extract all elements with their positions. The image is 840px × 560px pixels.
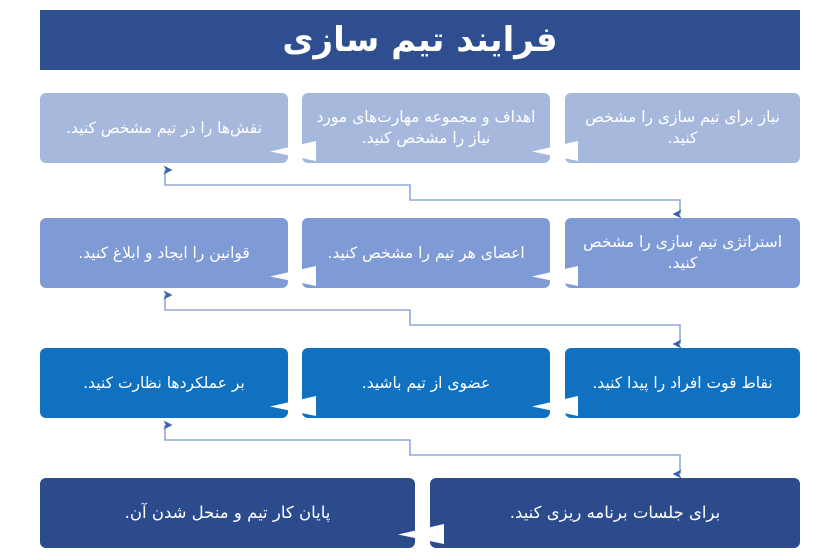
connector-row1-row2 bbox=[163, 165, 682, 219]
process-step-9[interactable]: بر عملکردها نظارت کنید. bbox=[40, 348, 288, 418]
page-title: فرایند تیم سازی bbox=[282, 20, 558, 60]
process-step-7-label: نقاط قوت افراد را پیدا کنید. bbox=[592, 373, 773, 392]
connector-row2-row3 bbox=[163, 290, 682, 349]
process-step-9-label: بر عملکردها نظارت کنید. bbox=[83, 373, 245, 392]
process-step-8[interactable]: عضوی از تیم باشید. bbox=[302, 348, 550, 418]
process-step-4-label: استراتژی تیم سازی را مشخص کنید. bbox=[582, 233, 783, 272]
process-step-1-label: نیاز برای تیم سازی را مشخص کنید. bbox=[585, 108, 780, 147]
process-step-8-label: عضوی از تیم باشید. bbox=[361, 373, 491, 392]
process-step-2[interactable]: اهداف و مجموعه مهارت‌های مورد نیاز را مش… bbox=[302, 93, 550, 163]
process-step-11[interactable]: پایان کار تیم و منحل شدن آن. bbox=[40, 478, 415, 548]
connector-row3-row4 bbox=[163, 420, 682, 479]
title-banner: فرایند تیم سازی bbox=[40, 10, 800, 70]
process-step-10-label: برای جلسات برنامه ریزی کنید. bbox=[509, 502, 721, 522]
process-step-1[interactable]: نیاز برای تیم سازی را مشخص کنید. bbox=[565, 93, 800, 163]
process-step-6[interactable]: قوانین را ایجاد و ابلاغ کنید. bbox=[40, 218, 288, 288]
process-step-2-label: اهداف و مجموعه مهارت‌های مورد نیاز را مش… bbox=[316, 108, 536, 147]
process-step-4[interactable]: استراتژی تیم سازی را مشخص کنید. bbox=[565, 218, 800, 288]
process-step-7[interactable]: نقاط قوت افراد را پیدا کنید. bbox=[565, 348, 800, 418]
process-step-5-label: اعضای هر تیم را مشخص کنید. bbox=[327, 243, 525, 262]
process-step-11-label: پایان کار تیم و منحل شدن آن. bbox=[124, 502, 331, 522]
process-step-10[interactable]: برای جلسات برنامه ریزی کنید. bbox=[430, 478, 800, 548]
process-step-6-label: قوانین را ایجاد و ابلاغ کنید. bbox=[78, 243, 250, 262]
process-step-3[interactable]: نقش‌ها را در تیم مشخص کنید. bbox=[40, 93, 288, 163]
process-step-3-label: نقش‌ها را در تیم مشخص کنید. bbox=[66, 118, 262, 137]
process-step-5[interactable]: اعضای هر تیم را مشخص کنید. bbox=[302, 218, 550, 288]
